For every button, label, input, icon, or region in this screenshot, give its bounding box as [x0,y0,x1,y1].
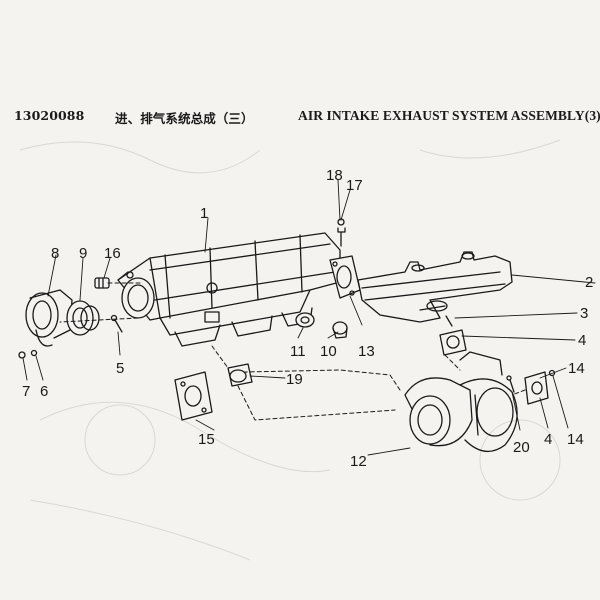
callout-14: 14 [568,360,585,377]
callout-3: 3 [580,305,588,322]
callout-9: 9 [79,245,87,262]
bushing-10 [332,321,348,339]
part-number: 13020088 [14,108,85,123]
callout-16: 16 [104,245,121,262]
nut-7 [18,351,26,359]
callout-17: 17 [346,177,363,194]
callout-12: 12 [350,453,367,470]
callout-10: 10 [320,343,337,360]
elbow-cover-8 [25,289,73,347]
turbocharger-12 [404,351,518,452]
callout-4b: 4 [544,431,552,448]
ghost-background [19,139,561,561]
dashed-assembly-lines [59,282,526,421]
exhaust-manifold [357,251,513,323]
flange-plate-15 [174,371,213,421]
title-chinese: 进、排气系统总成（三） [115,111,254,126]
callout-11: 11 [290,343,306,360]
diagram-header: 13020088 进、排气系统总成（三） AIR INTAKE EXHAUST … [14,108,600,130]
callout-13: 13 [358,343,375,360]
callout-8: 8 [51,245,59,262]
callout-6: 6 [40,383,48,400]
callout-leaders [22,179,596,456]
callout-14b: 14 [567,431,584,448]
callout-1: 1 [200,205,208,222]
gasket-13 [329,255,361,299]
stud-3 [445,315,453,327]
callout-18: 18 [326,167,343,184]
gasket-4-right [524,371,549,405]
seal-ring-11 [295,312,315,328]
gasket-4-left [439,329,467,356]
nut-14 [548,369,556,377]
callout-15: 15 [198,431,215,448]
callout-4: 4 [578,332,586,349]
bolt-20 [506,375,515,393]
callout-19: 19 [286,371,303,388]
bolt-5 [110,314,123,333]
gasket-9 [66,300,100,336]
fitting-16 [94,277,110,289]
washer-6 [30,349,38,357]
callout-5: 5 [116,360,124,377]
callout-20: 20 [513,439,530,456]
callout-labels: 1 2 3 4 4 5 6 7 8 9 10 11 12 13 14 14 15… [22,167,593,470]
connector-19 [227,363,253,387]
title-english: AIR INTAKE EXHAUST SYSTEM ASSEMBLY(3) [298,108,600,123]
nut-17-washer-18 [337,218,346,247]
intake-manifold [117,232,341,347]
callout-7: 7 [22,383,30,400]
callout-2: 2 [585,274,593,291]
